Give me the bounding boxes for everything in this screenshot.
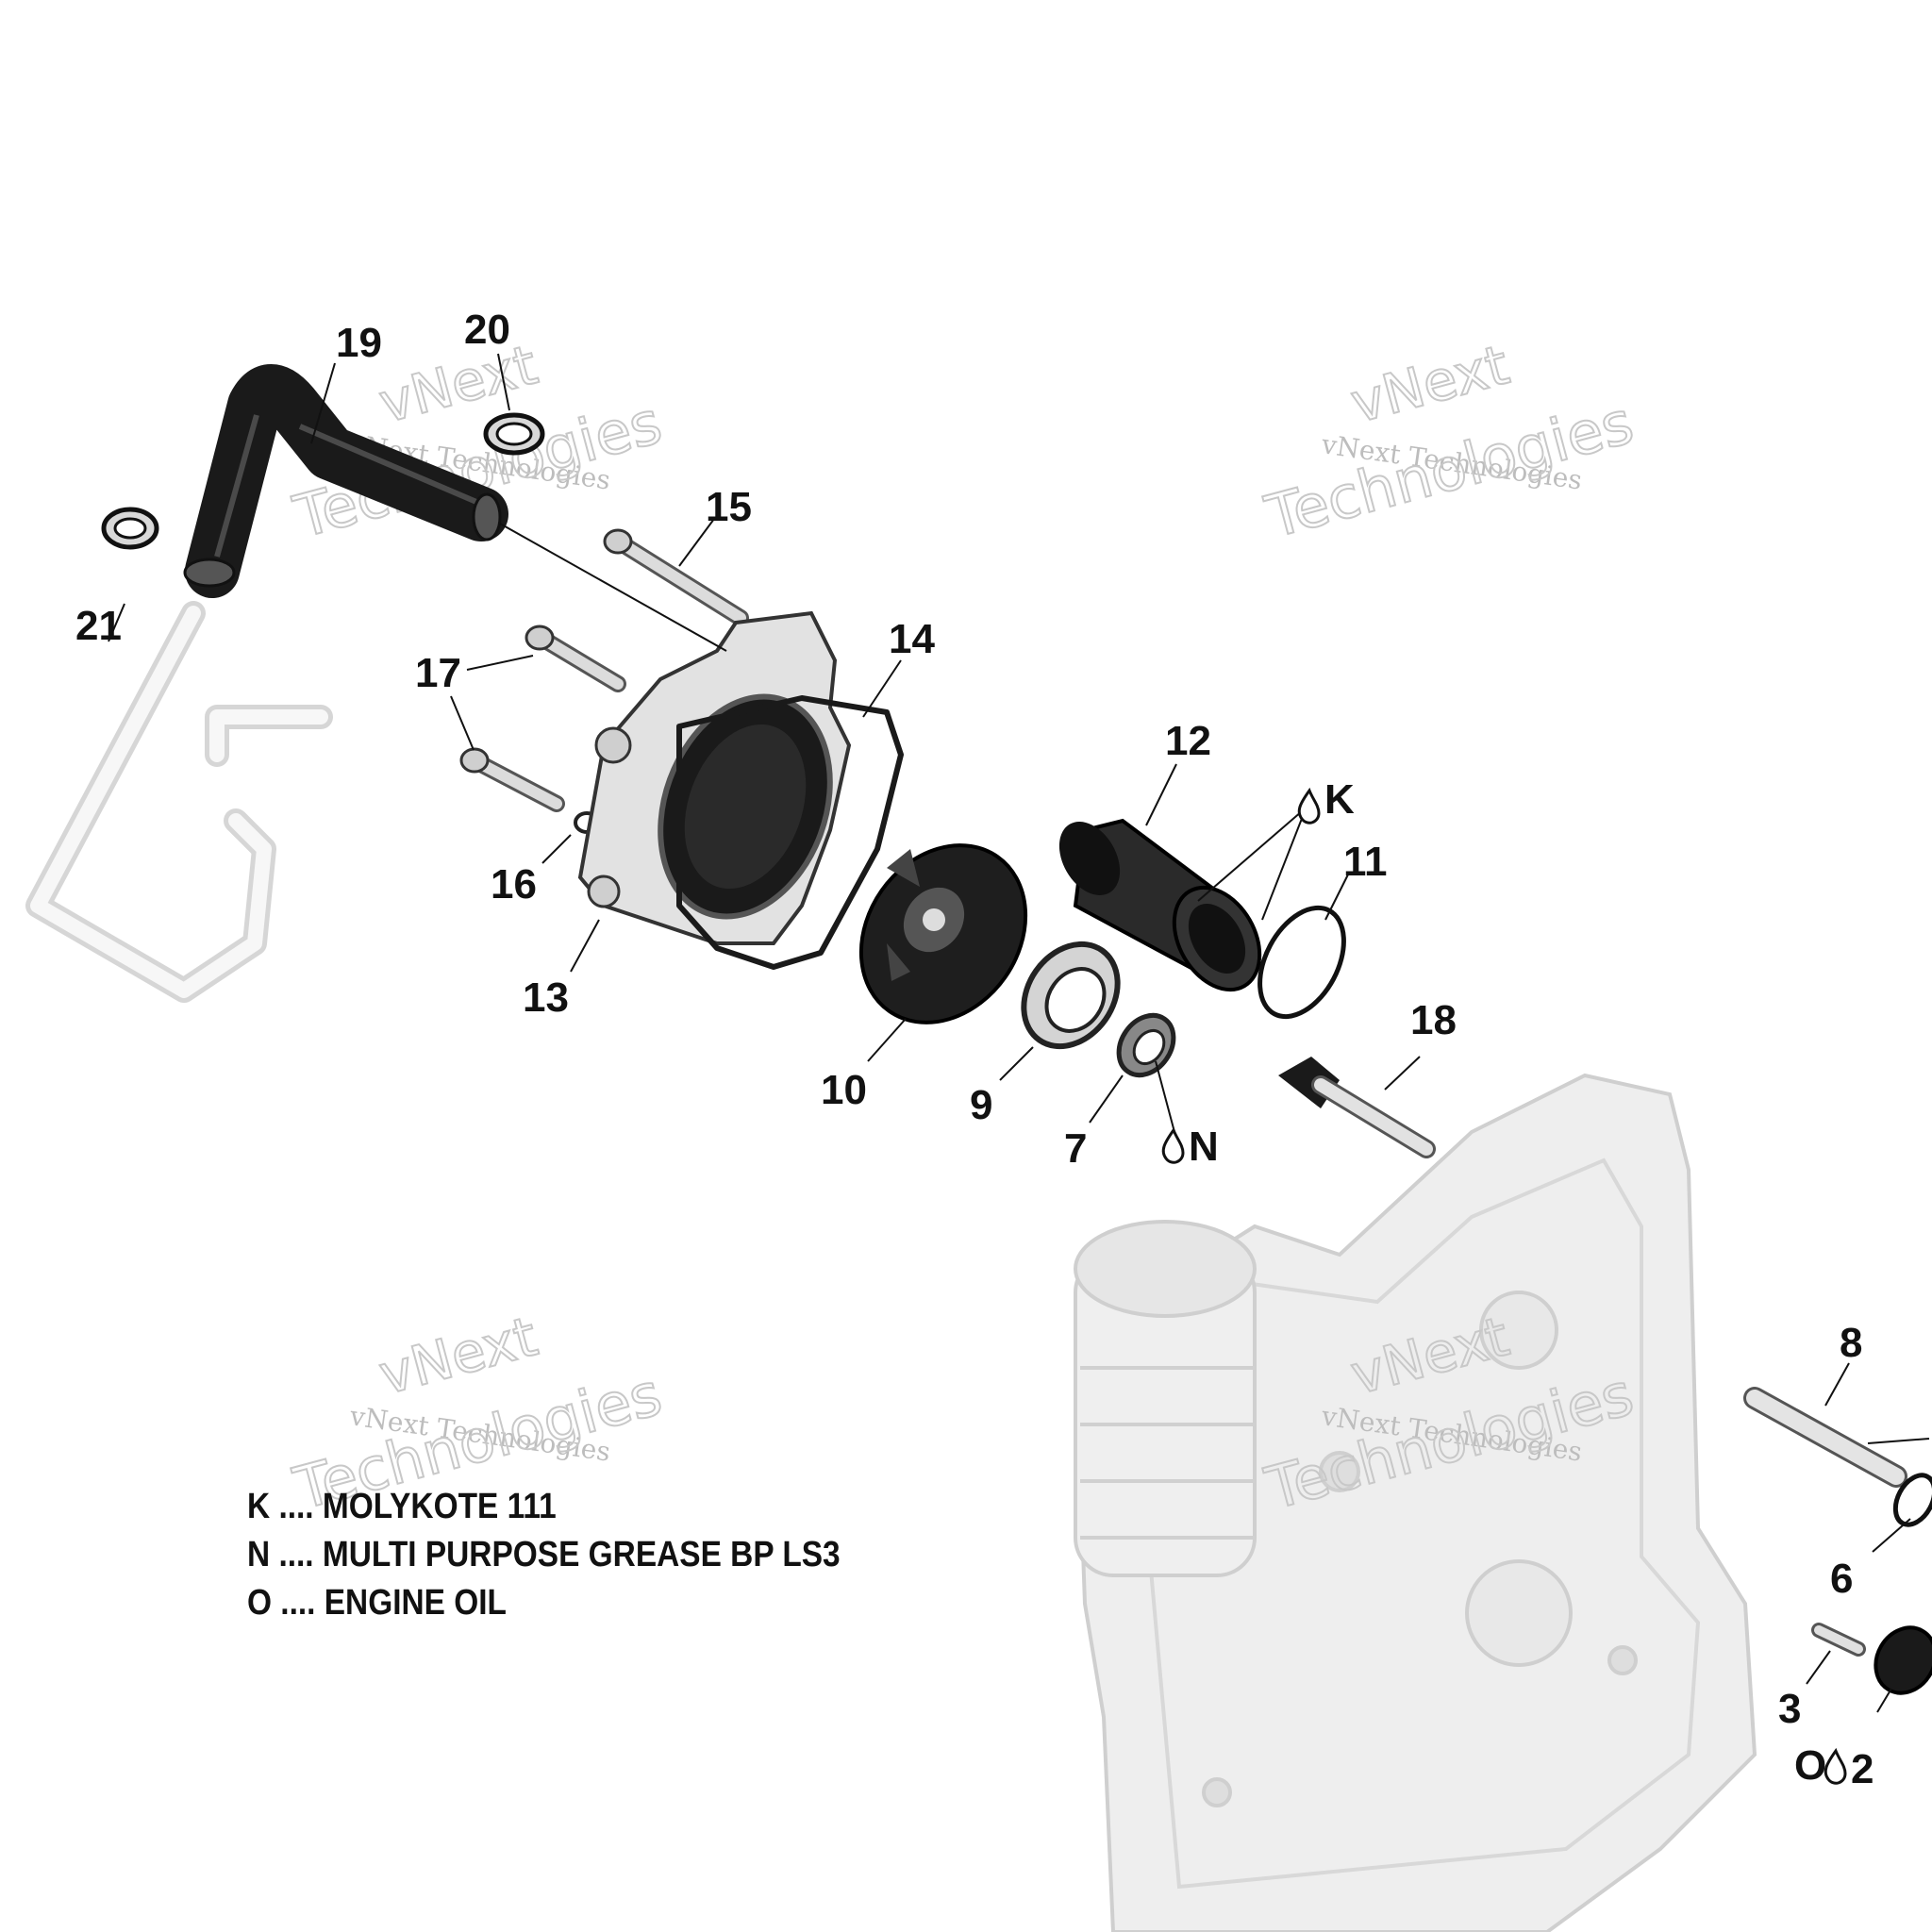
part-13-water-pump-housing [577, 610, 852, 945]
callout-20: 20 [464, 307, 510, 353]
part-14-gasket [676, 695, 904, 970]
callout-6: 6 [1830, 1556, 1853, 1602]
part-9-mechanical-seal [1021, 941, 1121, 1050]
callout-7: 7 [1064, 1125, 1087, 1172]
callout-14: 14 [889, 616, 935, 662]
callout-17: 17 [415, 650, 461, 696]
lubricant-drop-icon [1297, 787, 1321, 824]
part-8-pump-shaft [1743, 1387, 1907, 1488]
callout-16: 16 [491, 861, 537, 908]
part-18-temperature-sensor [1278, 1057, 1436, 1158]
part-10-impeller [858, 843, 1028, 1024]
callout-11: 11 [1343, 839, 1388, 885]
watermark-line1: vNext [373, 1304, 543, 1407]
callout-2: 2 [1851, 1746, 1874, 1792]
ghost-coolant-pipe-inner [30, 606, 328, 998]
lube-marker-n: N [1161, 1124, 1219, 1170]
part-20-hose-clamp [483, 412, 545, 456]
part-3-bolt [1811, 1623, 1866, 1657]
part-7-oil-seal [1116, 1012, 1176, 1078]
part-19-coolant-hose [183, 364, 508, 598]
part-2-cap [1874, 1625, 1932, 1695]
part-6-o-ring [1892, 1473, 1932, 1527]
callout-3: 3 [1778, 1686, 1801, 1732]
part-17-bolt-upper [525, 625, 626, 692]
lube-letter-k: K [1324, 776, 1355, 823]
lube-marker-o: O [1794, 1742, 1847, 1789]
lubricant-drop-icon [1824, 1747, 1847, 1785]
leader-lines [108, 353, 1930, 1713]
lube-marker-k: K [1297, 776, 1355, 824]
legend-item-k: K .... MOLYKOTE 111 [247, 1487, 557, 1526]
callout-18: 18 [1410, 997, 1457, 1043]
ghost-engine-cover [1073, 1073, 1757, 1932]
lubricant-legend: K .... MOLYKOTE 111 N .... MULTI PURPOSE… [247, 1483, 921, 1627]
callout-15: 15 [706, 484, 752, 530]
lube-letter-n: N [1189, 1124, 1219, 1170]
callout-10: 10 [821, 1067, 867, 1113]
callout-labels: 19 20 21 15 14 17 16 13 12 11 10 9 7 18 … [75, 307, 1874, 1792]
legend-item-n: N .... MULTI PURPOSE GREASE BP LS3 [247, 1535, 841, 1574]
part-17-bolt-lower [459, 747, 565, 812]
legend-item-o: O .... ENGINE OIL [247, 1583, 507, 1623]
callout-12: 12 [1165, 718, 1211, 764]
part-12-thermostat [1058, 818, 1262, 992]
callout-13: 13 [523, 974, 569, 1021]
part-15-bolt [603, 528, 749, 626]
callout-19: 19 [336, 320, 382, 366]
callout-21: 21 [75, 603, 122, 649]
lubricant-drop-icon [1161, 1126, 1185, 1164]
part-21-hose-clamp [101, 507, 159, 550]
watermark-line1: vNext [1344, 332, 1515, 436]
lube-letter-o: O [1794, 1742, 1826, 1789]
callout-8: 8 [1840, 1320, 1862, 1366]
callout-9: 9 [970, 1082, 992, 1128]
